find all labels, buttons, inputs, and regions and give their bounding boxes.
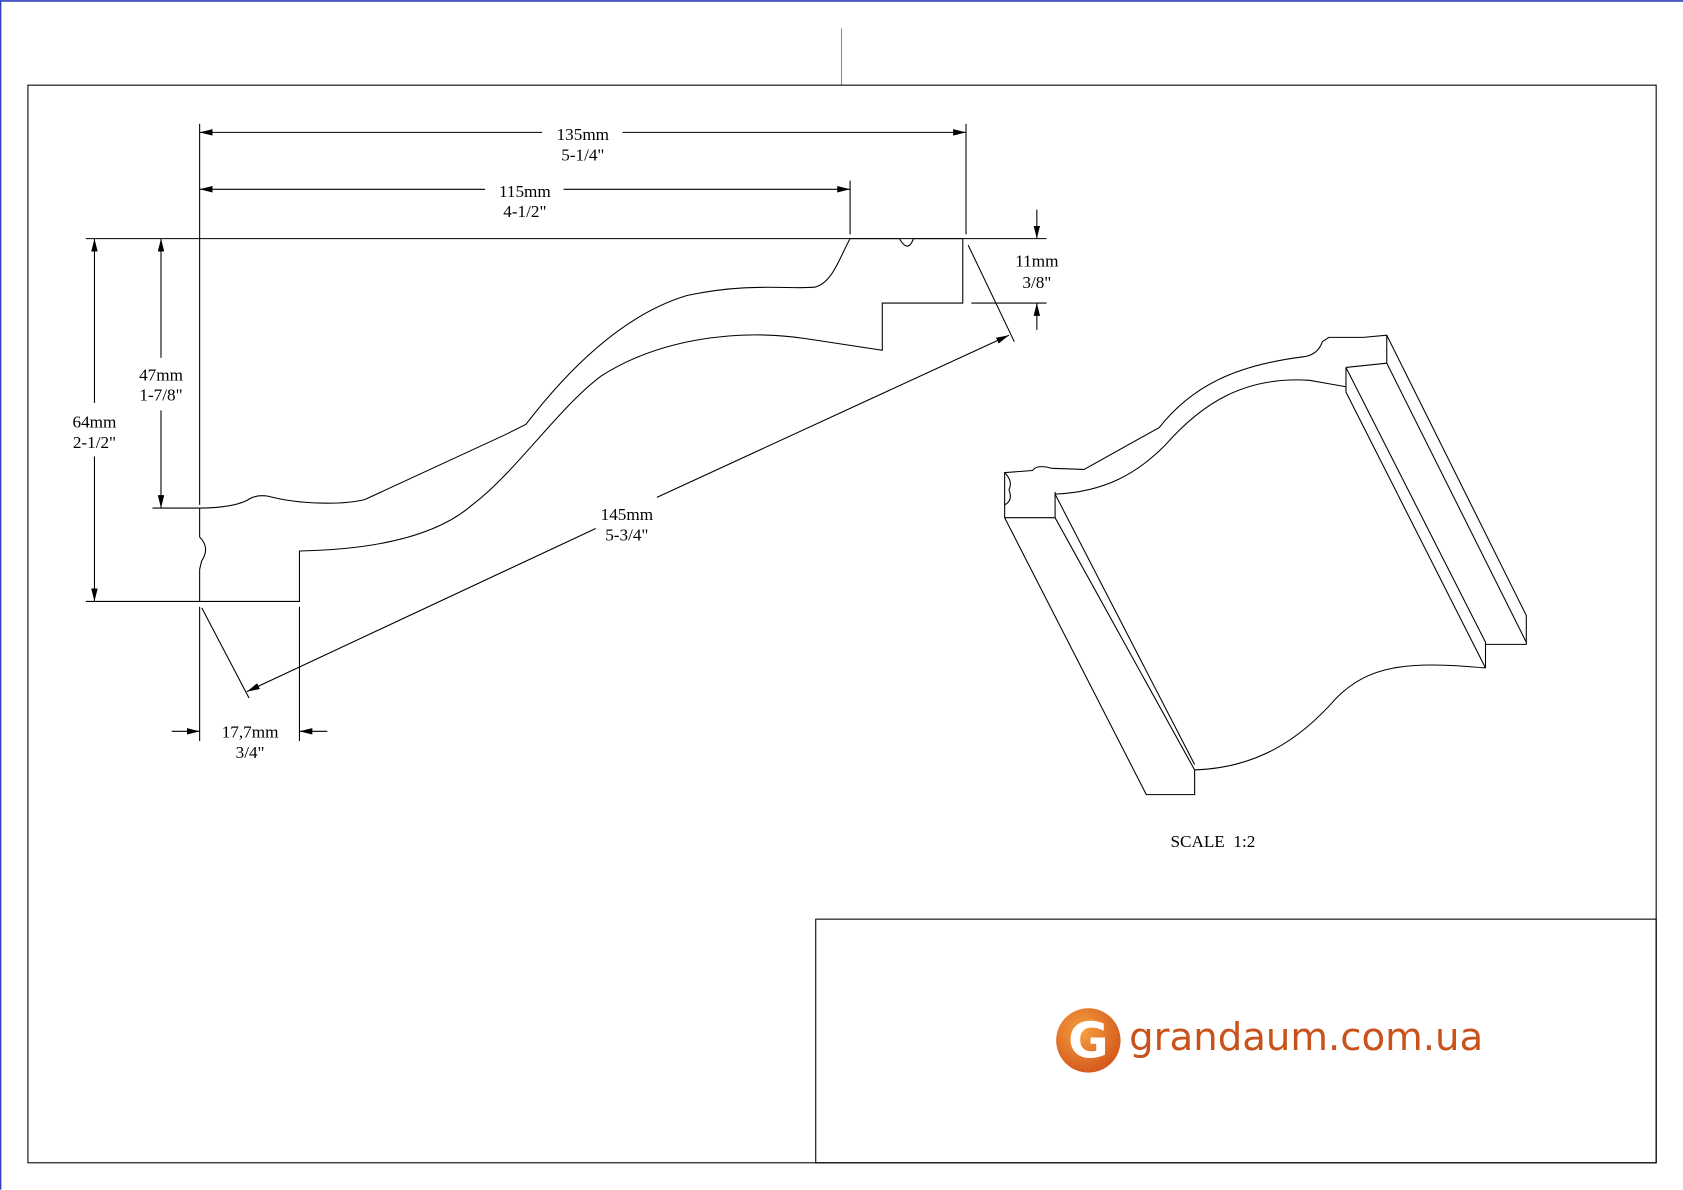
molding-profile [199,238,964,602]
dim-label-inch: 3/4" [236,743,265,762]
dim-label-mm: 47mm [139,365,184,384]
dim-label-mm: 135mm [557,125,610,144]
dim-width-overall: 135mm 5-1/4" [199,125,967,164]
isometric-view [1004,334,1527,796]
title-block [815,918,1657,1164]
dim-label-mm: 17,7mm [222,723,279,742]
dim-top-step: 11mm 3/8" [1015,209,1059,330]
dim-label-mm: 11mm [1015,252,1059,271]
logo-text: grandaum.com.ua [1129,1015,1483,1060]
dim-label-mm: 64mm [73,413,118,432]
dim-height-inner: 47mm 1-7/8" [139,238,184,509]
dim-label-inch: 5-1/4" [561,145,604,164]
dim-label-mm: 145mm [601,505,654,524]
dim-diagonal: 145mm 5-3/4" [246,334,1010,693]
dim-label-mm: 115mm [499,182,551,201]
logo-g-icon [1056,1008,1121,1073]
extension-lines [85,123,1047,741]
logo-letter: G [1068,1012,1109,1070]
dim-label-inch: 1-7/8" [139,386,182,405]
brand-logo[interactable]: G grandaum.com.ua [1056,1008,1483,1073]
dim-label-inch: 5-3/4" [605,525,648,544]
dim-width-inner: 115mm 4-1/2" [199,182,851,221]
dim-height-overall: 64mm 2-1/2" [73,238,118,602]
dim-label-inch: 3/8" [1022,273,1051,292]
dim-label-inch: 4-1/2" [503,202,546,221]
drawing-frame [27,84,1657,1164]
dim-label-inch: 2-1/2" [73,433,116,452]
dim-bottom-step: 17,7mm 3/4" [171,723,328,762]
scale-label: SCALE 1:2 [1170,832,1255,851]
